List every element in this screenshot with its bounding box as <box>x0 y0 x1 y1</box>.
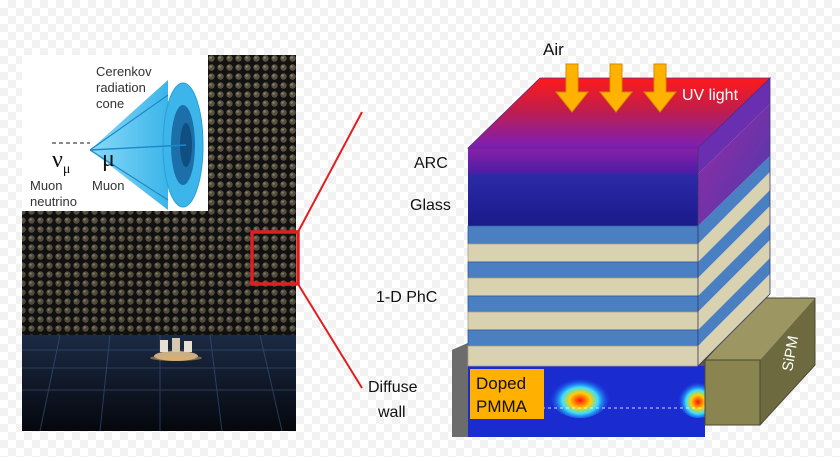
detector-photo: Cerenkov radiation cone νμ μ Muon neutri… <box>22 55 300 432</box>
photonic-stack: SiPM <box>452 63 816 437</box>
layers-side <box>697 77 771 367</box>
uv-arrow-1 <box>554 63 590 113</box>
nu-symbol: νμ <box>52 147 70 177</box>
diffuse-label-line1: Diffuse <box>368 379 418 396</box>
uv-arrows <box>554 63 678 113</box>
zoom-highlight-box <box>250 230 300 286</box>
top-face <box>467 77 771 149</box>
zoom-line-top <box>297 111 363 233</box>
neutrino-label-line2: neutrino <box>30 194 77 209</box>
pmma-label-line1: Doped <box>476 374 526 393</box>
mu-symbol: μ <box>102 146 115 172</box>
glass-layer <box>468 174 698 226</box>
arc-layer <box>468 148 698 174</box>
glass-label: Glass <box>410 197 451 214</box>
cerenkov-inset: Cerenkov radiation cone νμ μ Muon neutri… <box>22 55 208 211</box>
uv-arrow-2 <box>598 63 634 113</box>
uv-arrow-3 <box>642 63 678 113</box>
phc-label: 1-D PhC <box>376 289 437 306</box>
cone-label-line1: Cerenkov <box>96 64 152 79</box>
sipm-label: SiPM <box>779 334 802 372</box>
uv-light-label: UV light <box>682 87 739 104</box>
cerenkov-cone <box>90 80 168 210</box>
neutrino-label-line1: Muon <box>30 178 63 193</box>
boat <box>150 338 202 361</box>
pmma-label-line2: PMMA <box>476 397 528 416</box>
pmma-label-box <box>470 369 544 419</box>
arc-label: ARC <box>414 155 448 172</box>
diffuse-label-line2: wall <box>377 404 406 421</box>
layers-front <box>467 148 699 367</box>
water-floor <box>22 335 296 431</box>
cone-label-line3: cone <box>96 96 124 111</box>
cone-label-line2: radiation <box>96 80 146 95</box>
zoom-line-bottom <box>297 283 363 389</box>
muon-label: Muon <box>92 178 125 193</box>
light-spot-1 <box>550 374 610 418</box>
air-label: Air <box>543 40 564 59</box>
